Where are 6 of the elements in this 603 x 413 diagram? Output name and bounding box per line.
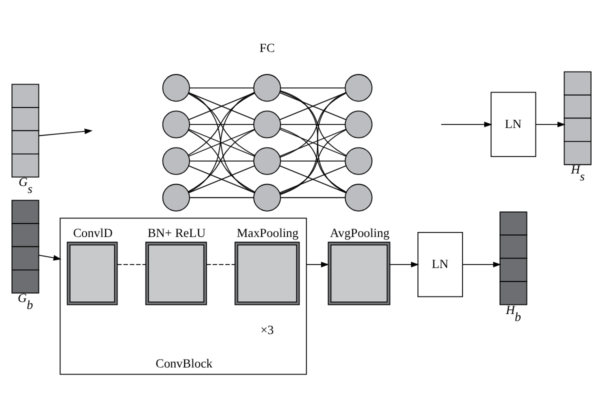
node-label: ConvlD — [73, 226, 113, 240]
label: ×3 — [260, 322, 274, 336]
label: FC — [260, 40, 275, 54]
node-label: AvgPooling — [330, 226, 390, 240]
node-label: MaxPooling — [236, 226, 299, 240]
node-label: BN+ ReLU — [148, 226, 206, 240]
